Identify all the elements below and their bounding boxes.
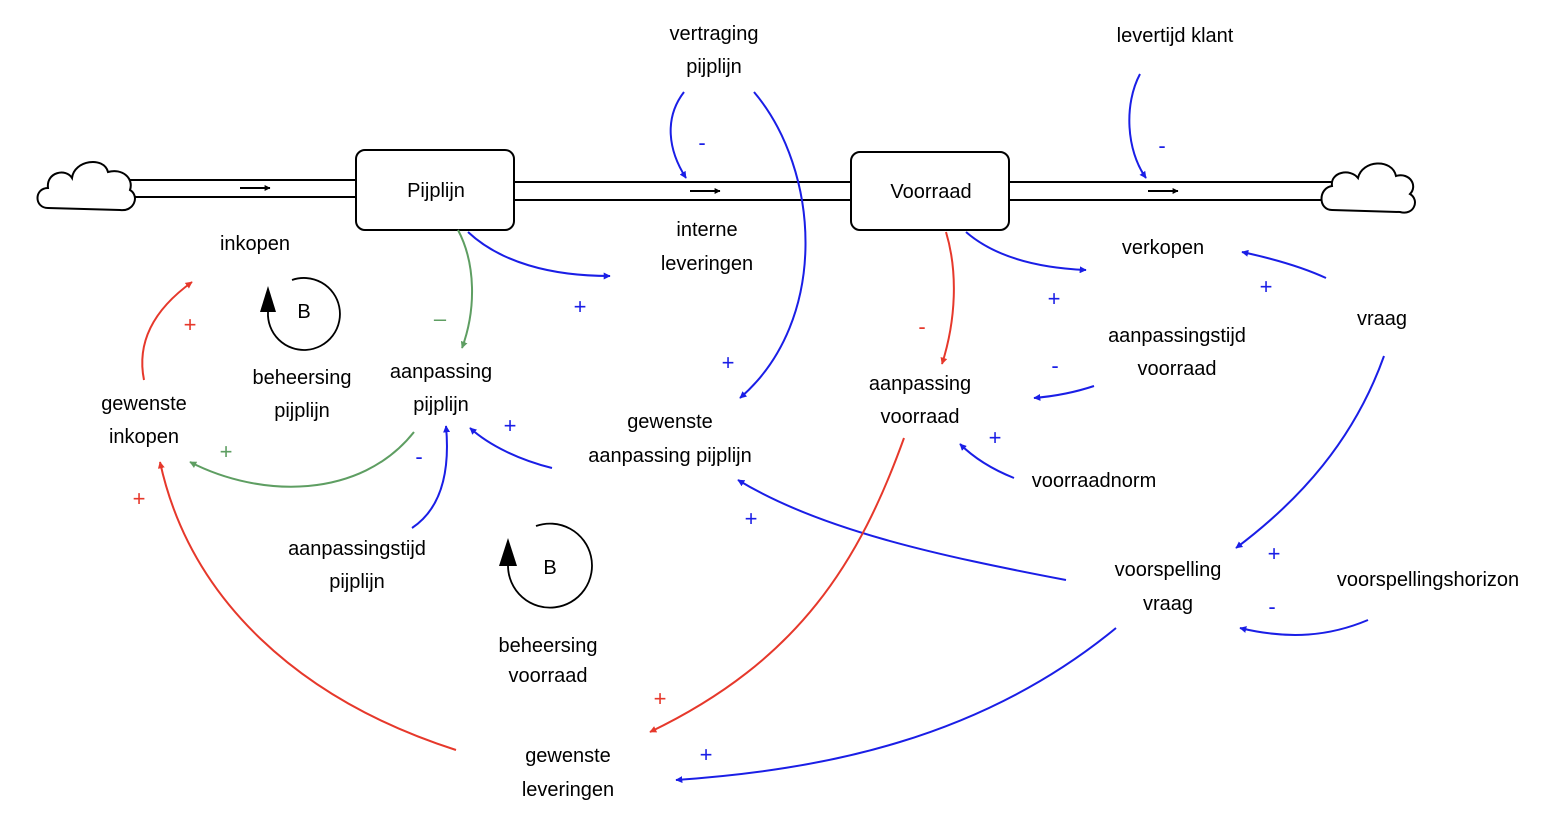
polarity-aanpassing-gewenste-inkopen: + <box>220 439 233 464</box>
flow-pipe-verkopen <box>1008 181 1340 201</box>
label-gewenste-inkopen-1: gewenste <box>101 393 187 415</box>
link-voorspellingshorizon-to-voorspelling-vraag <box>1239 619 1369 636</box>
cloud-source-icon <box>36 160 136 212</box>
label-voorspelling-vraag-1: voorspelling <box>1115 559 1222 581</box>
polarity-gewenste-aanpassing-aanpassing: + <box>504 413 517 438</box>
stock-label-voorraad: Voorraad <box>890 181 971 203</box>
label-aanpassingstijd-voorraad-2: voorraad <box>1138 358 1217 380</box>
link-vertraging-to-interne-leveringen <box>669 91 687 179</box>
link-vraag-to-voorspelling-vraag <box>1235 355 1385 549</box>
polarity-aanpassingstijd-voorraad: - <box>1051 353 1058 378</box>
polarity-voorspelling-leveringen: + <box>700 742 713 767</box>
flow-pipe-inkopen <box>120 179 357 198</box>
polarity-vraag-verkopen: + <box>1260 274 1273 299</box>
label-aanpassing-voorraad-1: aanpassing <box>869 373 971 395</box>
loop-symbol-beheersing-pijplijn: B <box>260 277 341 351</box>
polarity-voorraad-aanpassing: - <box>918 314 925 339</box>
link-aanpassing-voorraad-to-gewenste-leveringen <box>649 437 905 733</box>
polarity-levertijd-verkopen: - <box>1158 133 1165 158</box>
stock-box-pijplijn[interactable] <box>355 149 515 231</box>
link-gewenste-inkopen-to-inkopen <box>141 281 193 381</box>
polarity-pijplijn-aanpassing: – <box>434 306 447 331</box>
label-aanpassingstijd-pijplijn-2: pijplijn <box>329 571 385 593</box>
polarity-aanpassingstijd-pijplijn: - <box>415 444 422 469</box>
link-vraag-to-verkopen <box>1241 249 1327 279</box>
link-gewenste-leveringen-to-gewenste-inkopen <box>157 461 457 751</box>
label-gewenste-aanpassing-pijplijn-1: gewenste <box>627 411 713 433</box>
link-voorraad-to-aanpassing-voorraad <box>940 231 955 365</box>
polarity-gewenste-inkopen-inkopen: + <box>184 312 197 337</box>
label-voorspellingshorizon: voorspellingshorizon <box>1337 569 1519 591</box>
label-voorspelling-vraag-2: vraag <box>1143 593 1193 615</box>
link-aanpassing-pijplijn-to-gewenste-inkopen <box>189 431 415 488</box>
link-voorspelling-to-gewenste-leveringen <box>675 627 1117 784</box>
loop-type-b-pijplijn: B <box>297 301 310 323</box>
link-aanpassingstijd-pijplijn-to-aanpassing-pijplijn <box>411 425 451 529</box>
link-levertijd-to-verkopen <box>1128 73 1147 179</box>
link-voorraadnorm-to-aanpassing-voorraad <box>959 443 1015 479</box>
label-aanpassingstijd-voorraad-1: aanpassingstijd <box>1108 325 1246 347</box>
polarity-voorspelling-gewenste-aanpassing: + <box>745 506 758 531</box>
stock-box-voorraad[interactable] <box>850 151 1010 231</box>
polarity-horizon-voorspelling: - <box>1268 594 1275 619</box>
polarity-vraag-voorspelling: + <box>1268 541 1281 566</box>
label-vertraging-pijplijn-2: pijplijn <box>686 56 742 78</box>
label-aanpassing-pijplijn-2: pijplijn <box>413 394 469 416</box>
link-vertraging-to-gewenste-aanpassing <box>739 91 807 399</box>
label-beheersing-voorraad-2: voorraad <box>509 665 588 687</box>
label-interne-leveringen-2: leveringen <box>661 253 753 275</box>
link-pijplijn-to-interne-leveringen <box>467 231 611 280</box>
polarity-voorraad-verkopen: + <box>1048 286 1061 311</box>
label-aanpassing-voorraad-2: voorraad <box>881 406 960 428</box>
label-aanpassing-pijplijn-1: aanpassing <box>390 361 492 383</box>
label-beheersing-pijplijn-1: beheersing <box>253 367 352 389</box>
label-verkopen: verkopen <box>1122 237 1204 259</box>
link-pijplijn-to-aanpassing-pijplijn <box>457 229 473 349</box>
label-levertijd-klant: levertijd klant <box>1117 25 1234 47</box>
stock-label-pijplijn: Pijplijn <box>407 180 465 202</box>
link-aanpassingstijd-voorraad-to-aanpassing-voorraad <box>1033 385 1095 401</box>
link-voorspelling-to-gewenste-aanpassing <box>737 479 1067 581</box>
cloud-sink-icon <box>1320 162 1416 214</box>
loop-type-b-voorraad: B <box>543 557 556 579</box>
polarity-gewenste-leveringen-inkopen: + <box>133 486 146 511</box>
polarity-vertraging-interne: - <box>698 130 705 155</box>
label-voorraadnorm: voorraadnorm <box>1032 470 1157 492</box>
flow-pipe-interne-leveringen <box>514 181 852 201</box>
polarity-voorraadnorm: + <box>989 425 1002 450</box>
polarity-pijplijn-interne: + <box>574 294 587 319</box>
label-gewenste-aanpassing-pijplijn-2: aanpassing pijplijn <box>588 445 751 467</box>
label-aanpassingstijd-pijplijn-1: aanpassingstijd <box>288 538 426 560</box>
label-beheersing-voorraad-1: beheersing <box>499 635 598 657</box>
label-beheersing-pijplijn-2: pijplijn <box>274 400 330 422</box>
polarity-aanpassing-voorraad-leveringen: + <box>654 686 667 711</box>
label-gewenste-leveringen-1: gewenste <box>525 745 611 767</box>
label-inkopen: inkopen <box>220 233 290 255</box>
loop-symbol-beheersing-voorraad: B <box>499 522 593 609</box>
label-vertraging-pijplijn-1: vertraging <box>670 23 759 45</box>
label-interne-leveringen-1: interne <box>676 219 737 241</box>
link-gewenste-aanpassing-to-aanpassing-pijplijn <box>469 427 553 469</box>
label-gewenste-leveringen-2: leveringen <box>522 779 614 801</box>
label-vraag: vraag <box>1357 308 1407 330</box>
label-gewenste-inkopen-2: inkopen <box>109 426 179 448</box>
polarity-vertraging-gewenste: + <box>722 350 735 375</box>
link-voorraad-to-verkopen <box>965 231 1087 274</box>
